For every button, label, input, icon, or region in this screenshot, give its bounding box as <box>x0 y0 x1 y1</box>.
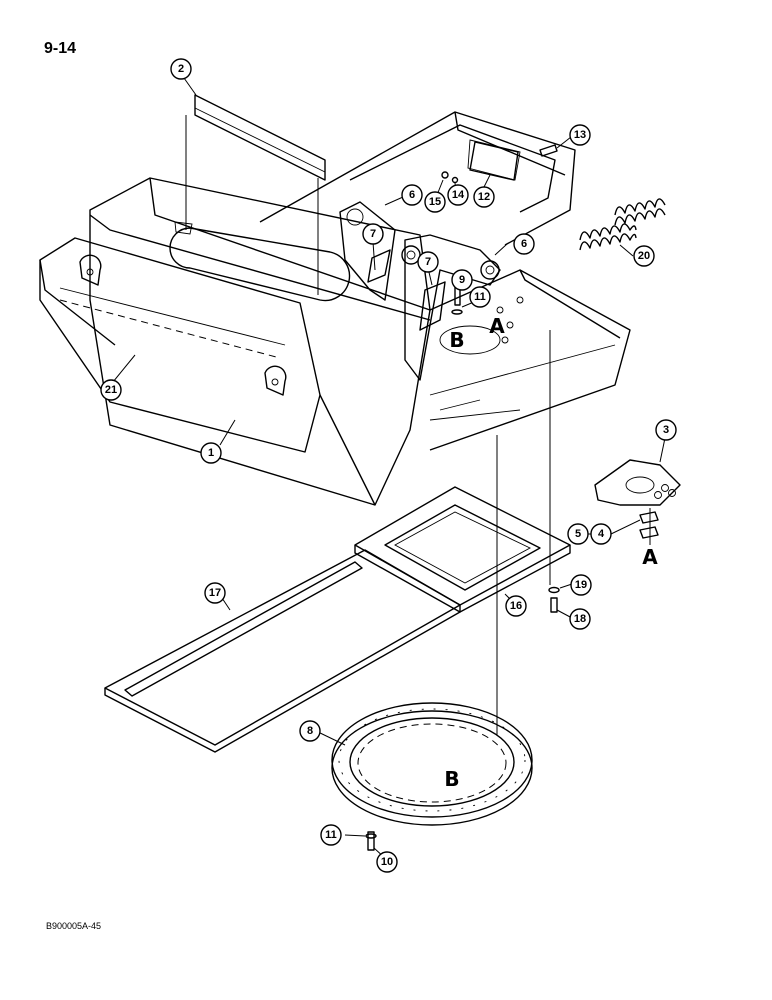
svg-text:6: 6 <box>409 189 415 201</box>
callout-11: 11 <box>469 286 491 308</box>
engine-housing <box>89 177 431 506</box>
callout-9: 9 <box>451 269 473 291</box>
svg-text:7: 7 <box>425 256 431 268</box>
svg-text:14: 14 <box>452 189 465 201</box>
svg-text:7: 7 <box>370 228 376 240</box>
callout-1: 1 <box>200 442 222 464</box>
callout-18: 18 <box>569 608 591 630</box>
ref-letter-b: B <box>449 328 464 352</box>
cover-plate <box>194 94 326 181</box>
svg-text:8: 8 <box>307 725 313 737</box>
washer-19-icon <box>548 586 560 594</box>
bolt-18-icon <box>550 597 558 613</box>
svg-text:13: 13 <box>574 129 586 141</box>
swing-bearing <box>331 702 533 826</box>
washer-11-icon <box>451 309 463 315</box>
leader-lines <box>112 77 666 859</box>
callout-2: 2 <box>170 58 192 80</box>
svg-text:9: 9 <box>459 274 465 286</box>
callout-6: 6 <box>401 184 423 206</box>
washer-icon <box>441 171 449 179</box>
svg-text:4: 4 <box>598 528 605 540</box>
svg-text:5: 5 <box>575 528 581 540</box>
callout-15: 15 <box>424 191 446 213</box>
svg-text:11: 11 <box>325 829 337 841</box>
shim-icon <box>639 526 659 539</box>
svg-text:10: 10 <box>381 856 393 868</box>
callout-20: 20 <box>633 245 655 267</box>
callout-7: 7 <box>417 251 439 273</box>
svg-text:2: 2 <box>178 63 184 75</box>
callout-17: 17 <box>204 582 226 604</box>
callout-12: 12 <box>473 186 495 208</box>
callout-10: 10 <box>376 851 398 873</box>
callout-14: 14 <box>447 184 469 206</box>
shim-icon <box>639 511 659 524</box>
svg-text:19: 19 <box>575 579 587 591</box>
callout-3: 3 <box>655 419 677 441</box>
ref-letter-b: B <box>444 767 459 791</box>
upper-frame <box>259 111 631 451</box>
callout-6: 6 <box>513 233 535 255</box>
svg-text:16: 16 <box>510 600 522 612</box>
washer-11-icon <box>365 833 377 839</box>
callout-21: 21 <box>100 379 122 401</box>
callout-8: 8 <box>299 720 321 742</box>
callout-4: 4 <box>590 523 612 545</box>
mounting-plate <box>594 459 681 506</box>
counterweight <box>39 237 321 453</box>
callout-7: 7 <box>362 223 384 245</box>
callout-11: 11 <box>320 824 342 846</box>
svg-text:12: 12 <box>478 191 490 203</box>
svg-text:11: 11 <box>474 291 486 303</box>
svg-text:15: 15 <box>429 196 441 208</box>
callout-5: 5 <box>567 523 589 545</box>
turntable-cover <box>354 486 571 613</box>
svg-text:3: 3 <box>663 424 669 436</box>
figure-code: B900005A-45 <box>46 921 102 931</box>
ref-letter-a: A <box>642 545 658 569</box>
svg-text:21: 21 <box>105 384 117 396</box>
floor-plate <box>104 549 461 753</box>
nut-icon <box>451 176 459 184</box>
svg-text:20: 20 <box>638 250 650 262</box>
callout-16: 16 <box>505 595 527 617</box>
springs <box>579 198 666 251</box>
bolt-13-icon <box>539 144 558 157</box>
callout-13: 13 <box>569 124 591 146</box>
svg-text:17: 17 <box>209 587 221 599</box>
callout-19: 19 <box>570 574 592 596</box>
svg-text:1: 1 <box>208 447 214 459</box>
access-plate <box>469 141 519 181</box>
svg-text:18: 18 <box>574 613 586 625</box>
bolt-10-icon <box>367 831 375 851</box>
ref-letter-a: A <box>489 314 505 338</box>
page-number: 9-14 <box>44 40 77 57</box>
svg-text:6: 6 <box>521 238 527 250</box>
